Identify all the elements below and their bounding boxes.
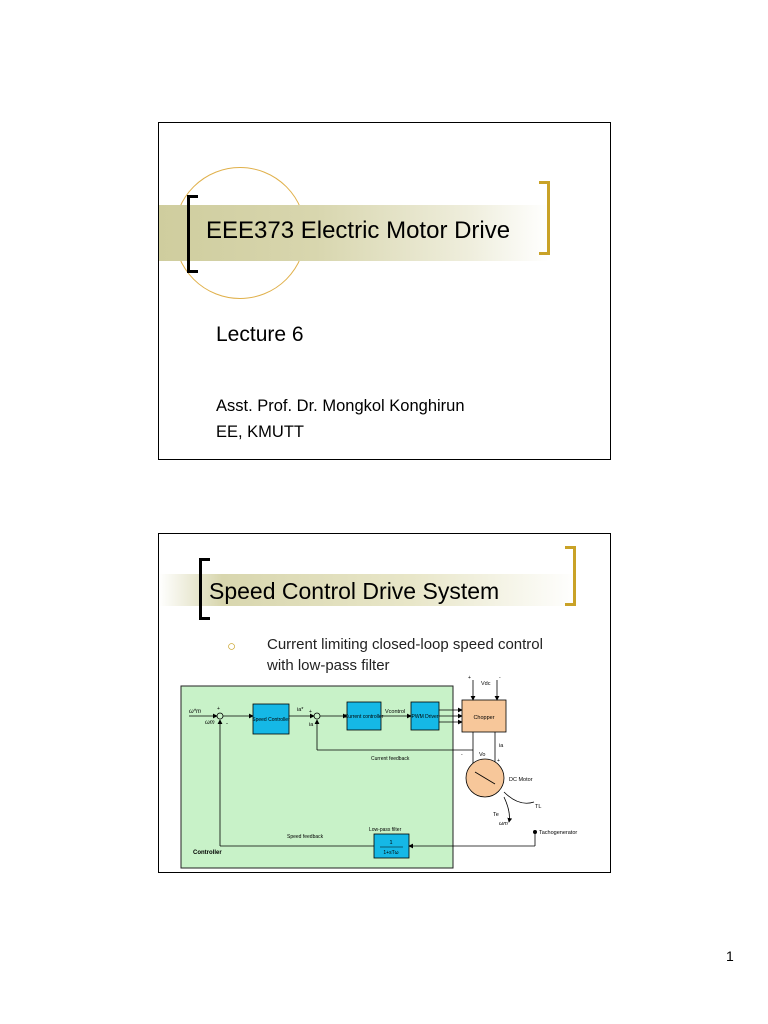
bullet-icon: ○ — [227, 638, 237, 655]
vo-label: Vo — [479, 752, 485, 758]
title-band — [159, 574, 579, 606]
author-name: Asst. Prof. Dr. Mongkol Konghirun — [216, 397, 465, 415]
omega-m-label: ωm — [499, 821, 508, 827]
title-slide: EEE373 Electric Motor Drive Lecture 6 As… — [158, 122, 611, 460]
vdc-label: Vdc — [481, 681, 491, 687]
slide-title: EEE373 Electric Motor Drive — [206, 217, 511, 244]
author-affiliation: EE, KMUTT — [216, 423, 305, 441]
svg-text:+: + — [309, 709, 312, 715]
ia-label: ia — [499, 743, 504, 749]
tachogenerator-label: Tachogenerator — [539, 830, 577, 836]
right-bracket — [565, 546, 576, 606]
bullet-text: Current limiting closed-loop speed contr… — [267, 636, 543, 674]
tl-label: TL — [535, 804, 541, 810]
page-number: 1 — [726, 948, 734, 964]
svg-text:+: + — [468, 675, 471, 681]
ia-meas-label: ia — [309, 722, 314, 728]
omega-ref-label: ω*m — [189, 709, 201, 715]
chopper-block — [461, 699, 507, 733]
dc-motor-label: DC Motor — [509, 777, 533, 783]
left-bracket — [187, 195, 198, 273]
svg-text:-: - — [499, 675, 501, 681]
title-band — [159, 205, 549, 261]
lecture-number: Lecture 6 — [216, 323, 304, 346]
svg-text:+: + — [497, 758, 500, 764]
vcontrol-label: Vcontrol — [385, 709, 405, 715]
omega-meas-label: ωm — [205, 720, 215, 726]
speed-controller-block — [252, 703, 290, 735]
svg-text:+: + — [217, 706, 220, 712]
slide-title: Speed Control Drive System — [209, 578, 500, 604]
ia-ref-label: ia* — [297, 707, 304, 713]
current-controller-label: Current controller — [345, 714, 384, 720]
left-bracket — [199, 558, 210, 620]
low-pass-filter-label: Low-pass filter — [369, 827, 402, 833]
pwm-driver-label: PWM Driver — [412, 714, 439, 720]
filter-denominator: 1+sTω — [383, 850, 398, 856]
speed-control-slide: Speed Control Drive System ○ Current lim… — [158, 533, 611, 873]
current-controller-block — [346, 701, 382, 731]
speed-controller-label: Speed Controller — [252, 717, 290, 723]
current-feedback-label: Current feedback — [371, 756, 410, 762]
speed-feedback-label: Speed feedback — [287, 834, 324, 840]
svg-text:-: - — [226, 721, 228, 727]
te-label: Te — [493, 812, 499, 818]
controller-label: Controller — [193, 850, 222, 856]
low-pass-filter-block — [373, 833, 410, 859]
chopper-label: Chopper — [473, 715, 494, 721]
filter-numerator: 1 — [389, 840, 392, 846]
block-diagram: Controller ω*m ωm + - Speed Controller i… — [180, 675, 577, 869]
right-bracket — [539, 181, 550, 255]
pwm-driver-block — [410, 701, 440, 731]
svg-text:-: - — [461, 752, 463, 758]
